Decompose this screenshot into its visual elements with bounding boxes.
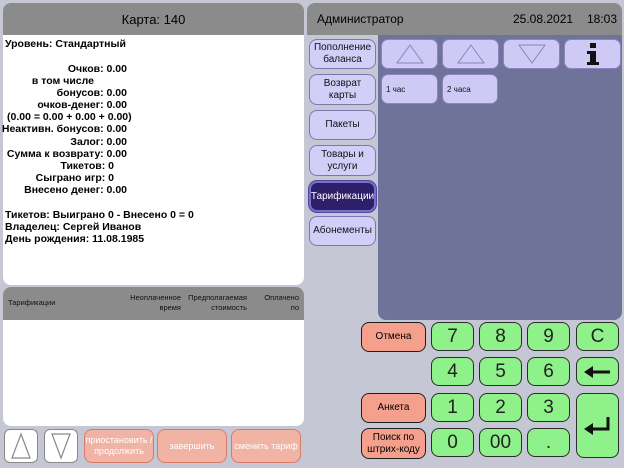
header-time: 18:03 [587,12,618,26]
card-refund: Сумма к возврату: 0.00 [6,148,127,160]
card-birthday: День рождения: 11.08.1985 [5,233,145,245]
card-formula: (0.00 = 0.00 + 0.00 + 0.00) [7,111,132,123]
key-decimal[interactable]: . [527,428,570,457]
card-points: Очков: 0.00 [67,63,127,75]
card-owner: Владелец: Сергей Иванов [5,221,142,233]
triangle-up-icon [456,44,485,64]
menu-return-card-button[interactable]: Возврат карты [309,74,376,105]
triangle-down-icon [517,44,546,64]
key-8[interactable]: 8 [479,322,522,351]
survey-button[interactable]: Анкета [361,393,426,423]
card-deposit: Залог: 0.00 [70,136,127,148]
tariffs-table-body [3,320,304,426]
tariff-option-2[interactable]: 2 часа [442,74,498,104]
card-money-points: очков-денег: 0.00 [37,99,127,111]
card-bonuses: бонусов: 0.00 [56,87,127,99]
cancel-button[interactable]: Отмена [361,322,426,352]
page-first-button[interactable] [381,39,438,69]
barcode-search-button[interactable]: Поиск по штрих-коду [361,428,426,459]
card-level: Уровень: Стандартный [5,38,126,50]
arrow-down-icon [51,433,71,460]
key-2[interactable]: 2 [479,393,522,422]
card-including: в том числе [31,75,94,87]
key-9[interactable]: 9 [527,322,570,351]
finish-button[interactable]: завершить [157,429,227,463]
key-clear[interactable]: C [576,322,619,351]
card-tickets-summary: Тикетов: Выиграно 0 - Внесено 0 = 0 [5,209,194,221]
backspace-arrow-icon [583,365,610,378]
card-title-bar: Карта: 140 [3,3,304,35]
column-header-tariffs: Тарификации [8,298,56,307]
card-money-deposited: Внесено денег: 0.00 [24,184,127,196]
scroll-down-button[interactable] [44,429,78,463]
column-header-unpaid-time: Неоплаченное время [130,293,181,312]
page-down-button[interactable] [503,39,560,69]
card-inactive-bonuses: Неактивн. бонусов: 0.00 [1,123,127,135]
operator-name: Администратор [317,12,404,26]
scroll-up-button[interactable] [4,429,38,463]
menu-subscriptions-button[interactable]: Абонементы [309,216,376,246]
tariff-option-1[interactable]: 1 час [381,74,438,104]
menu-tariffs-button[interactable]: Тарификации [309,181,376,212]
column-header-paid-until: Оплачено по [264,293,299,312]
key-0[interactable]: 0 [431,428,474,457]
enter-arrow-icon [583,416,609,435]
key-6[interactable]: 6 [527,357,570,386]
key-3[interactable]: 3 [527,393,570,422]
card-info-panel: Уровень: Стандартный Очков: 0.00 в том ч… [1,35,304,285]
page-up-button[interactable] [442,39,499,69]
key-00[interactable]: 00 [479,428,522,457]
key-7[interactable]: 7 [431,322,474,351]
menu-top-up-button[interactable]: Пополнение баланса [309,39,376,69]
key-4[interactable]: 4 [431,357,474,386]
card-games-played: Сыграно игр: 0 [35,172,114,184]
change-tariff-button[interactable]: сменить тариф [231,429,301,463]
pause-resume-button[interactable]: приостановить / продолжить [84,429,154,463]
menu-packages-button[interactable]: Пакеты [309,110,376,140]
top-header: Администратор 25.08.2021 18:03 [307,3,622,35]
tariffs-table-header: Тарификации Неоплаченное время Предполаг… [3,287,304,320]
key-5[interactable]: 5 [479,357,522,386]
header-date: 25.08.2021 [513,12,574,26]
info-button[interactable] [564,39,621,69]
triangle-up-icon [395,44,424,64]
enter-button[interactable] [576,393,619,458]
key-1[interactable]: 1 [431,393,474,422]
arrow-up-icon [11,432,31,459]
info-icon [586,43,599,65]
menu-goods-services-button[interactable]: Товары и услуги [309,145,376,176]
card-tickets: Тикетов: 0 [60,160,114,172]
card-title: Карта: 140 [121,11,186,27]
column-header-estimated-cost: Предполагаемая стоимость [188,293,247,312]
backspace-button[interactable] [576,357,619,386]
